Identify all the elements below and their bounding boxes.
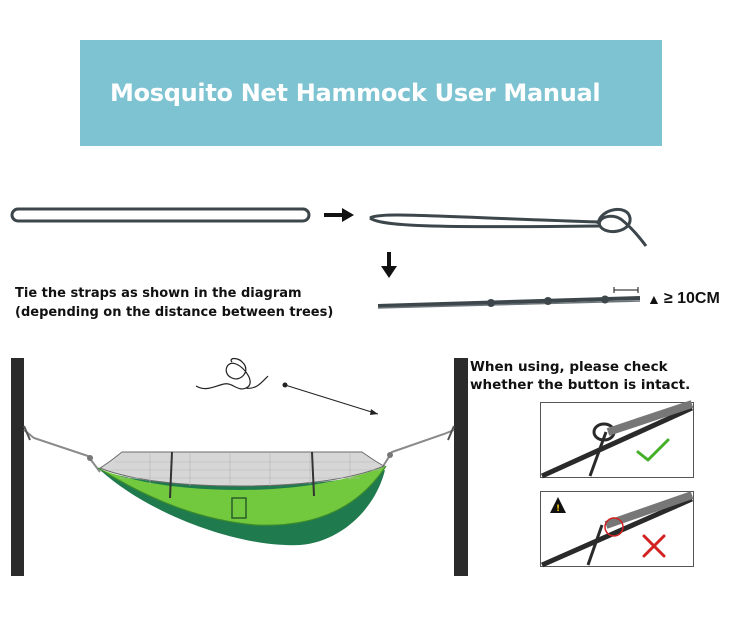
- header-banner: Mosquito Net Hammock User Manual: [80, 40, 662, 146]
- page-title: Mosquito Net Hammock User Manual: [110, 79, 601, 107]
- svg-text:!: !: [556, 504, 560, 514]
- right-tree-trunk: [454, 358, 468, 576]
- strap-knot-1: [487, 299, 495, 307]
- strap-knot-strands: [369, 213, 601, 229]
- incorrect-attachment-panel: !: [540, 491, 694, 568]
- correct-attachment-panel: [540, 400, 694, 479]
- strap-loop-outline: [10, 207, 311, 223]
- button-check-note-line-1: When using, please check: [470, 359, 668, 375]
- strap-knot-3: [601, 295, 609, 304]
- pointer-line: [284, 384, 379, 415]
- button-check-note-line-2: whether the button is intact.: [470, 377, 691, 393]
- strap-knot-loop: [596, 208, 648, 247]
- right-strap: [381, 429, 455, 469]
- damaged-button-highlight: [604, 517, 624, 537]
- left-tree-trunk: [11, 358, 24, 576]
- net-mesh: [110, 452, 380, 486]
- arrow-down-icon: [381, 252, 397, 278]
- strap-instruction: Tie the straps as shown in the diagram (…: [15, 284, 333, 322]
- hammock-pocket: [231, 497, 247, 519]
- hammock-body: [98, 466, 386, 526]
- button-check-note: When using, please check whether the but…: [470, 358, 690, 394]
- knot-spacing-label: ▲ ≥ 10CM: [647, 290, 720, 308]
- rope-doodle: [195, 357, 269, 390]
- warning-triangle-icon: [550, 497, 566, 513]
- arrow-right-icon: [324, 208, 354, 222]
- net-pole-1: [169, 451, 173, 499]
- knot-spacing-value: ≥ 10CM: [663, 290, 720, 307]
- check-mark-icon: [636, 438, 670, 462]
- strap-knot-2: [544, 297, 552, 305]
- x-mark-icon: [642, 534, 666, 558]
- strap-instruction-line-1: Tie the straps as shown in the diagram: [15, 286, 302, 301]
- left-strap: [23, 429, 101, 473]
- net-pole-2: [311, 451, 315, 497]
- strap-instruction-line-2: (depending on the distance between trees…: [15, 305, 334, 320]
- warning-triangle-icon: ▲: [647, 291, 661, 307]
